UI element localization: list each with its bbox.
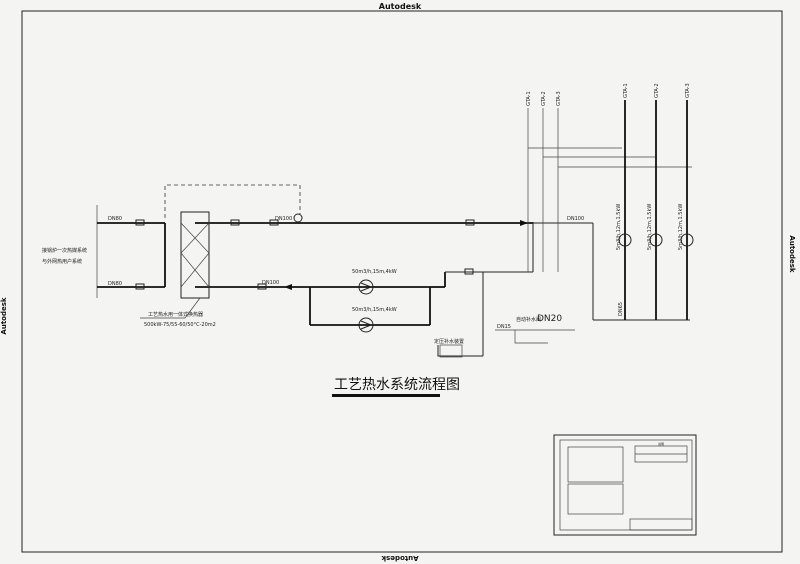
left-label-2: 与外网热用户系统 xyxy=(42,258,82,265)
branch-pump-3-spec: 5m3/h,12m,1.5kW xyxy=(678,204,684,250)
branch-pump-2-spec: 5m3/h,12m,1.5kW xyxy=(647,204,653,250)
dn-return-out: DN100 xyxy=(262,280,279,286)
makeup-label: 自动补水阀 xyxy=(516,316,541,323)
watermark-right: Autodesk xyxy=(788,235,796,272)
title-underline xyxy=(332,394,440,397)
riser-left-3: GTA-3 xyxy=(556,91,562,106)
riser-left-2: GTA-2 xyxy=(541,91,547,106)
pump-1-spec: 50m3/h,15m,4kW xyxy=(352,269,397,275)
watermark-top: Autodesk xyxy=(379,2,422,11)
valves xyxy=(135,219,475,290)
left-label-1: 接锅炉一次热媒系统 xyxy=(42,247,87,254)
dn-header: DN100 xyxy=(567,216,584,222)
branch-1 xyxy=(618,100,632,320)
flow-arrow-icon xyxy=(520,220,528,226)
branch-2 xyxy=(649,100,663,320)
watermark-bottom: Autodesk xyxy=(381,554,418,562)
circulation-pump-1 xyxy=(358,279,374,295)
drawing-title: 工艺热水系统流程图 xyxy=(334,377,460,393)
dn-supply-in: DN80 xyxy=(108,216,122,222)
circulation-pump-2 xyxy=(358,317,374,333)
branch-pump-1-spec: 5m3/h,12m,1.5kW xyxy=(616,204,622,250)
riser-right-1: GTA-1 xyxy=(623,83,629,98)
riser-left-1: GTA-1 xyxy=(526,91,532,106)
flow-arrow-icon xyxy=(284,284,292,290)
risers-left xyxy=(527,108,692,272)
heat-exchanger-name: 工艺热水用一体式换热器 xyxy=(148,311,203,318)
thumbnail-table-title: 说明 xyxy=(658,441,664,446)
return-pipe xyxy=(97,222,534,356)
thumbnail-sheet xyxy=(553,434,697,536)
dn-supply-out: DN100 xyxy=(275,216,292,222)
heat-exchanger xyxy=(180,211,210,299)
makeup-tank xyxy=(439,344,463,358)
riser-right-3: GTA-3 xyxy=(685,83,691,98)
riser-right-2: GTA-2 xyxy=(654,83,660,98)
pressure-gauge-icon xyxy=(293,213,303,223)
tank-label: 定压补水装置 xyxy=(434,338,464,345)
pump-2-spec: 50m3/h,15m,4kW xyxy=(352,307,397,313)
branch-3 xyxy=(680,100,694,320)
watermark-left: Autodesk xyxy=(0,297,8,334)
dn-makeup-small: DN15 xyxy=(497,324,511,330)
dn-branch: DN65 xyxy=(618,302,624,316)
drawing-border xyxy=(21,10,783,553)
heat-exchanger-spec: 500kW-75/55-60/50°C-20m2 xyxy=(144,322,216,328)
dn-return-in: DN80 xyxy=(108,281,122,287)
dn-makeup: DN20 xyxy=(537,314,562,324)
